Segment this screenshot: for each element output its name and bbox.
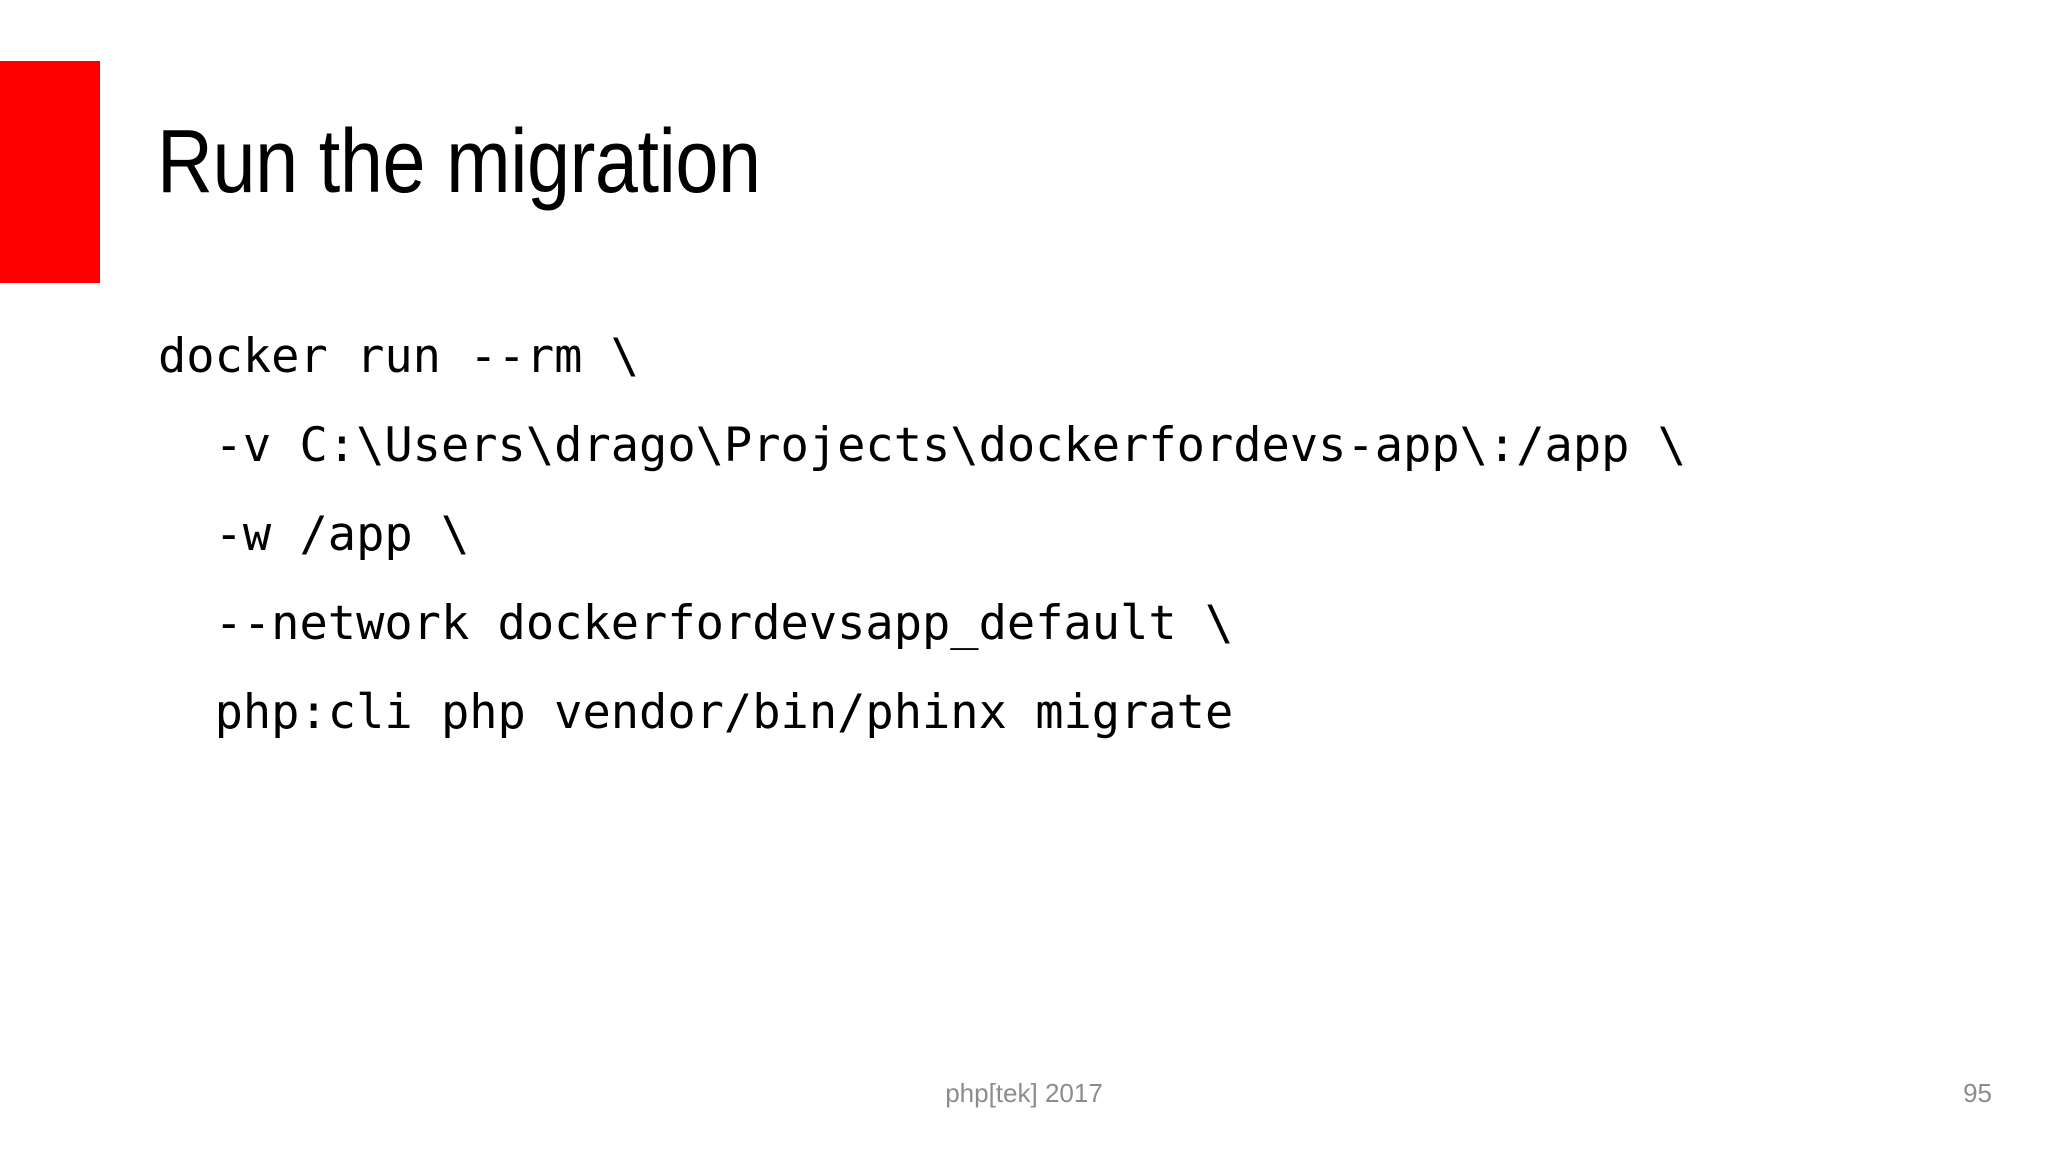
page-title: Run the migration: [157, 112, 761, 212]
footer-event-label: php[tek] 2017: [945, 1078, 1103, 1108]
code-line: php:cli php vendor/bin/phinx migrate: [158, 685, 1234, 740]
slide-page-number: 95: [1963, 1078, 1992, 1108]
red-accent-bar: [0, 61, 100, 283]
code-line: -w /app \: [158, 507, 470, 562]
slide-footer: php[tek] 2017 95: [0, 1078, 2048, 1118]
code-line: --network dockerfordevsapp_default \: [158, 596, 1234, 651]
code-line: -v C:\Users\drago\Projects\dockerfordevs…: [158, 418, 1687, 473]
code-line: docker run --rm \: [158, 329, 640, 384]
code-block: docker run --rm \ -v C:\Users\drago\Proj…: [158, 312, 1958, 757]
